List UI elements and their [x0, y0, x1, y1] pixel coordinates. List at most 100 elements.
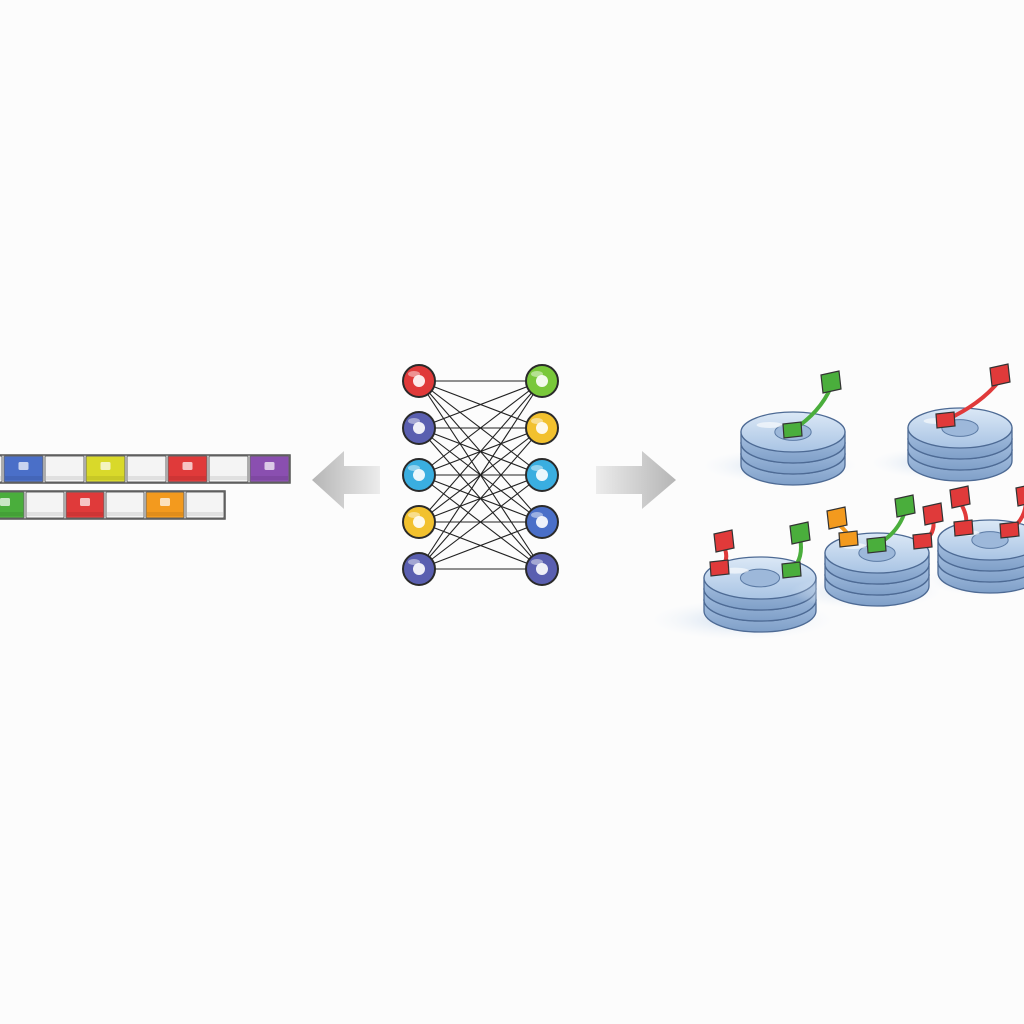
flag-marker [999, 485, 1024, 539]
node-center [413, 516, 425, 528]
node-center [536, 563, 548, 575]
flag-base [782, 421, 803, 439]
sequence-cell [126, 455, 167, 483]
cell-shade [0, 476, 1, 480]
cell-highlight [100, 462, 111, 470]
input-node [402, 364, 436, 398]
disc-stack [870, 363, 1013, 482]
cell-shade [107, 512, 143, 516]
node-center [413, 469, 425, 481]
input-node [402, 411, 436, 445]
flag-head [922, 502, 944, 526]
sequence-track [0, 454, 291, 484]
cell-highlight [0, 498, 10, 506]
cell-shade [67, 512, 103, 516]
output-node [525, 552, 559, 586]
node-gloss [408, 465, 420, 471]
flag-head [949, 485, 971, 509]
node-gloss [408, 512, 420, 518]
arrow-left-shape [312, 451, 380, 509]
arrow-right-shape [596, 451, 676, 509]
flag-marker [912, 502, 944, 550]
flag-base [953, 519, 974, 537]
flag-marker [866, 494, 916, 554]
flag-marker [782, 370, 842, 439]
node-center [536, 516, 548, 528]
output-node [525, 458, 559, 492]
cell-shade [27, 512, 63, 516]
sequence-tracks [0, 454, 291, 520]
cell-shade [128, 476, 165, 480]
cell-shade [147, 512, 183, 516]
network-edge [418, 380, 543, 570]
cell-highlight [264, 462, 275, 470]
input-node [402, 458, 436, 492]
sequence-cell [105, 491, 145, 519]
network-edge [418, 380, 543, 429]
disc-gloss [756, 422, 783, 428]
network-edge [418, 380, 543, 523]
sequence-cell [185, 491, 225, 519]
cell-shade [251, 476, 288, 480]
flag-base [866, 536, 887, 554]
sequence-cell [25, 491, 65, 519]
network-edges [418, 380, 543, 570]
output-node [525, 411, 559, 445]
flag-base [838, 530, 859, 548]
flag-head [989, 363, 1011, 387]
node-gloss [531, 465, 543, 471]
node-gloss [531, 559, 543, 565]
cell-highlight [80, 498, 90, 506]
flag-base [709, 559, 730, 577]
cell-shade [169, 476, 206, 480]
cell-highlight [182, 462, 193, 470]
output-node [525, 505, 559, 539]
sequence-cell [44, 455, 85, 483]
disc-stack [702, 370, 858, 486]
network-edge [418, 427, 543, 570]
cell-highlight [18, 462, 29, 470]
disc-stack [790, 494, 944, 609]
cell-shade [46, 476, 83, 480]
arrow-left-icon [312, 451, 380, 509]
network-edge [418, 380, 543, 476]
flag-marker [709, 529, 735, 577]
sequence-cell [0, 455, 3, 483]
sequence-cell [208, 455, 249, 483]
node-gloss [408, 559, 420, 565]
flag-head [789, 521, 811, 545]
node-center [413, 563, 425, 575]
cell-highlight [160, 498, 170, 506]
node-center [536, 422, 548, 434]
disc-hole [739, 568, 781, 588]
input-node [402, 552, 436, 586]
flag-base [781, 561, 802, 579]
node-gloss [531, 371, 543, 377]
flag-marker [781, 521, 811, 579]
node-center [413, 422, 425, 434]
flag-head [826, 506, 848, 530]
disc-stacks [650, 363, 1024, 640]
flag-head [713, 529, 735, 553]
disc-hole [971, 531, 1009, 549]
flag-marker [949, 485, 974, 537]
node-center [536, 375, 548, 387]
output-node [525, 364, 559, 398]
cell-shade [5, 476, 42, 480]
sequence-track [0, 490, 226, 520]
disc-stack [650, 521, 834, 640]
flag-base [935, 411, 956, 429]
flag-head [1015, 485, 1024, 507]
arrow-right-icon [596, 451, 676, 509]
network-edge [418, 521, 543, 570]
cell-shade [0, 512, 23, 516]
flag-base [912, 532, 933, 550]
cell-shade [187, 512, 223, 516]
flag-head [820, 370, 842, 394]
network-edge [418, 474, 543, 570]
flag-marker [935, 363, 1011, 429]
cell-shade [210, 476, 247, 480]
disc-stack [925, 485, 1024, 596]
node-gloss [408, 418, 420, 424]
